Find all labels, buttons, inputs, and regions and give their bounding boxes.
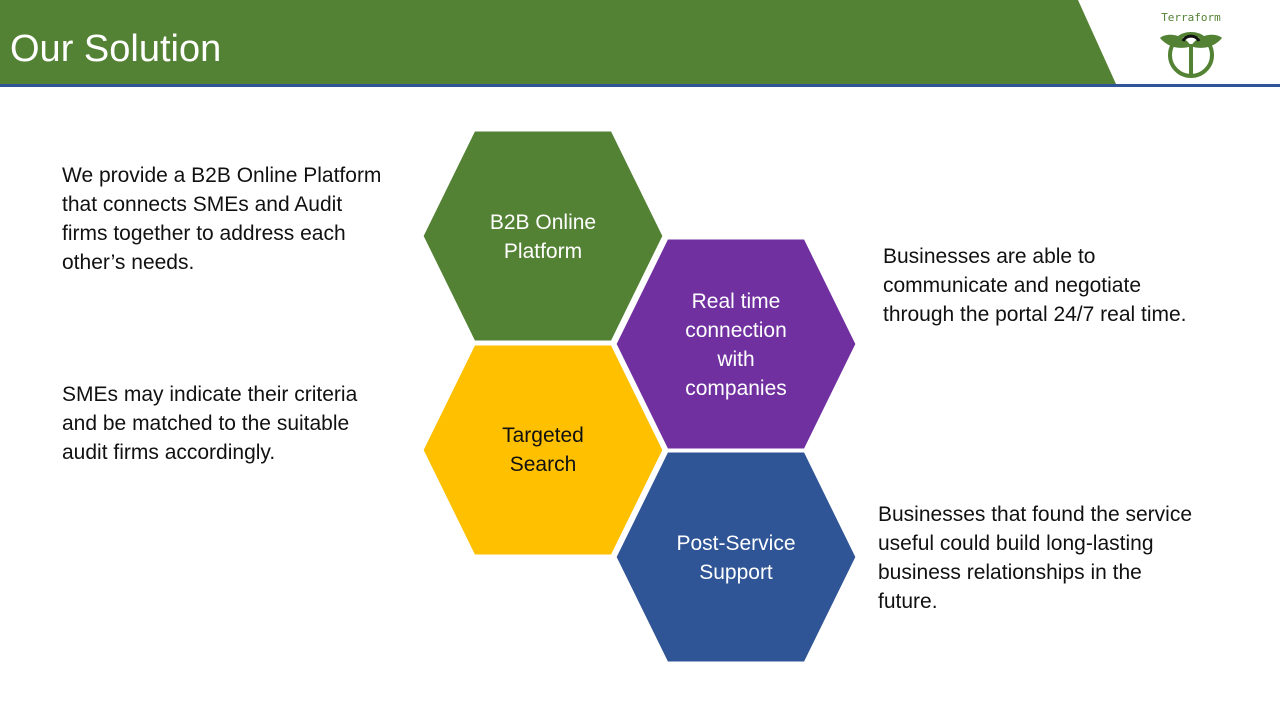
sprout-icon [1160, 32, 1222, 78]
hex-label-line: Post-Service [676, 532, 796, 555]
hex-label-b2b-online-platform: B2B Online Platform [453, 208, 633, 266]
desc-line: business relationships in the [878, 561, 1142, 584]
logo-text: Terraform [1161, 11, 1221, 24]
desc-line: firms together to address each [62, 222, 346, 245]
hex-post-service-support [613, 449, 859, 665]
desc-line: future. [878, 590, 938, 613]
desc-line: that connects SMEs and Audit [62, 193, 343, 216]
desc-realtime: Businesses are able to communicate and n… [883, 242, 1187, 329]
slide-title: Our Solution [10, 28, 222, 70]
hex-label-line: Platform [503, 240, 583, 263]
hex-label-post-service-support: Post-Service Support [646, 529, 826, 587]
hex-b2b-online-platform [420, 128, 666, 344]
hex-label-line: Real time [691, 290, 781, 313]
desc-line: through the portal 24/7 real time. [883, 303, 1187, 326]
hex-label-real-time-connection: Real time connection with companies [646, 287, 826, 403]
desc-line: Businesses are able to [883, 245, 1096, 268]
header-band [0, 0, 1280, 87]
hex-label-line: Targeted [502, 424, 584, 447]
desc-platform: We provide a B2B Online Platform that co… [62, 161, 381, 277]
hex-label-line: B2B Online [489, 211, 597, 234]
desc-line: audit firms accordingly. [62, 441, 276, 464]
hex-label-line: connection [685, 319, 787, 342]
desc-line: SMEs may indicate their criteria [62, 383, 358, 406]
hex-label-line: Search [509, 453, 577, 476]
header-green-band [0, 0, 1116, 84]
brand-logo: Terraform [1150, 8, 1230, 80]
desc-line: Businesses that found the service [878, 503, 1193, 526]
hex-targeted-search [420, 342, 666, 558]
desc-line: other’s needs. [62, 251, 195, 274]
hex-label-line: companies [685, 377, 787, 400]
desc-search: SMEs may indicate their criteria and be … [62, 380, 357, 467]
hex-label-targeted-search: Targeted Search [453, 421, 633, 479]
desc-support: Businesses that found the service useful… [878, 500, 1192, 616]
desc-line: useful could build long-lasting [878, 532, 1154, 555]
desc-line: and be matched to the suitable [62, 412, 350, 435]
header-underline [0, 84, 1280, 87]
hex-label-line: with [717, 348, 755, 371]
hex-label-line: Support [699, 561, 773, 584]
desc-line: We provide a B2B Online Platform [62, 164, 382, 187]
desc-line: communicate and negotiate [883, 274, 1141, 297]
